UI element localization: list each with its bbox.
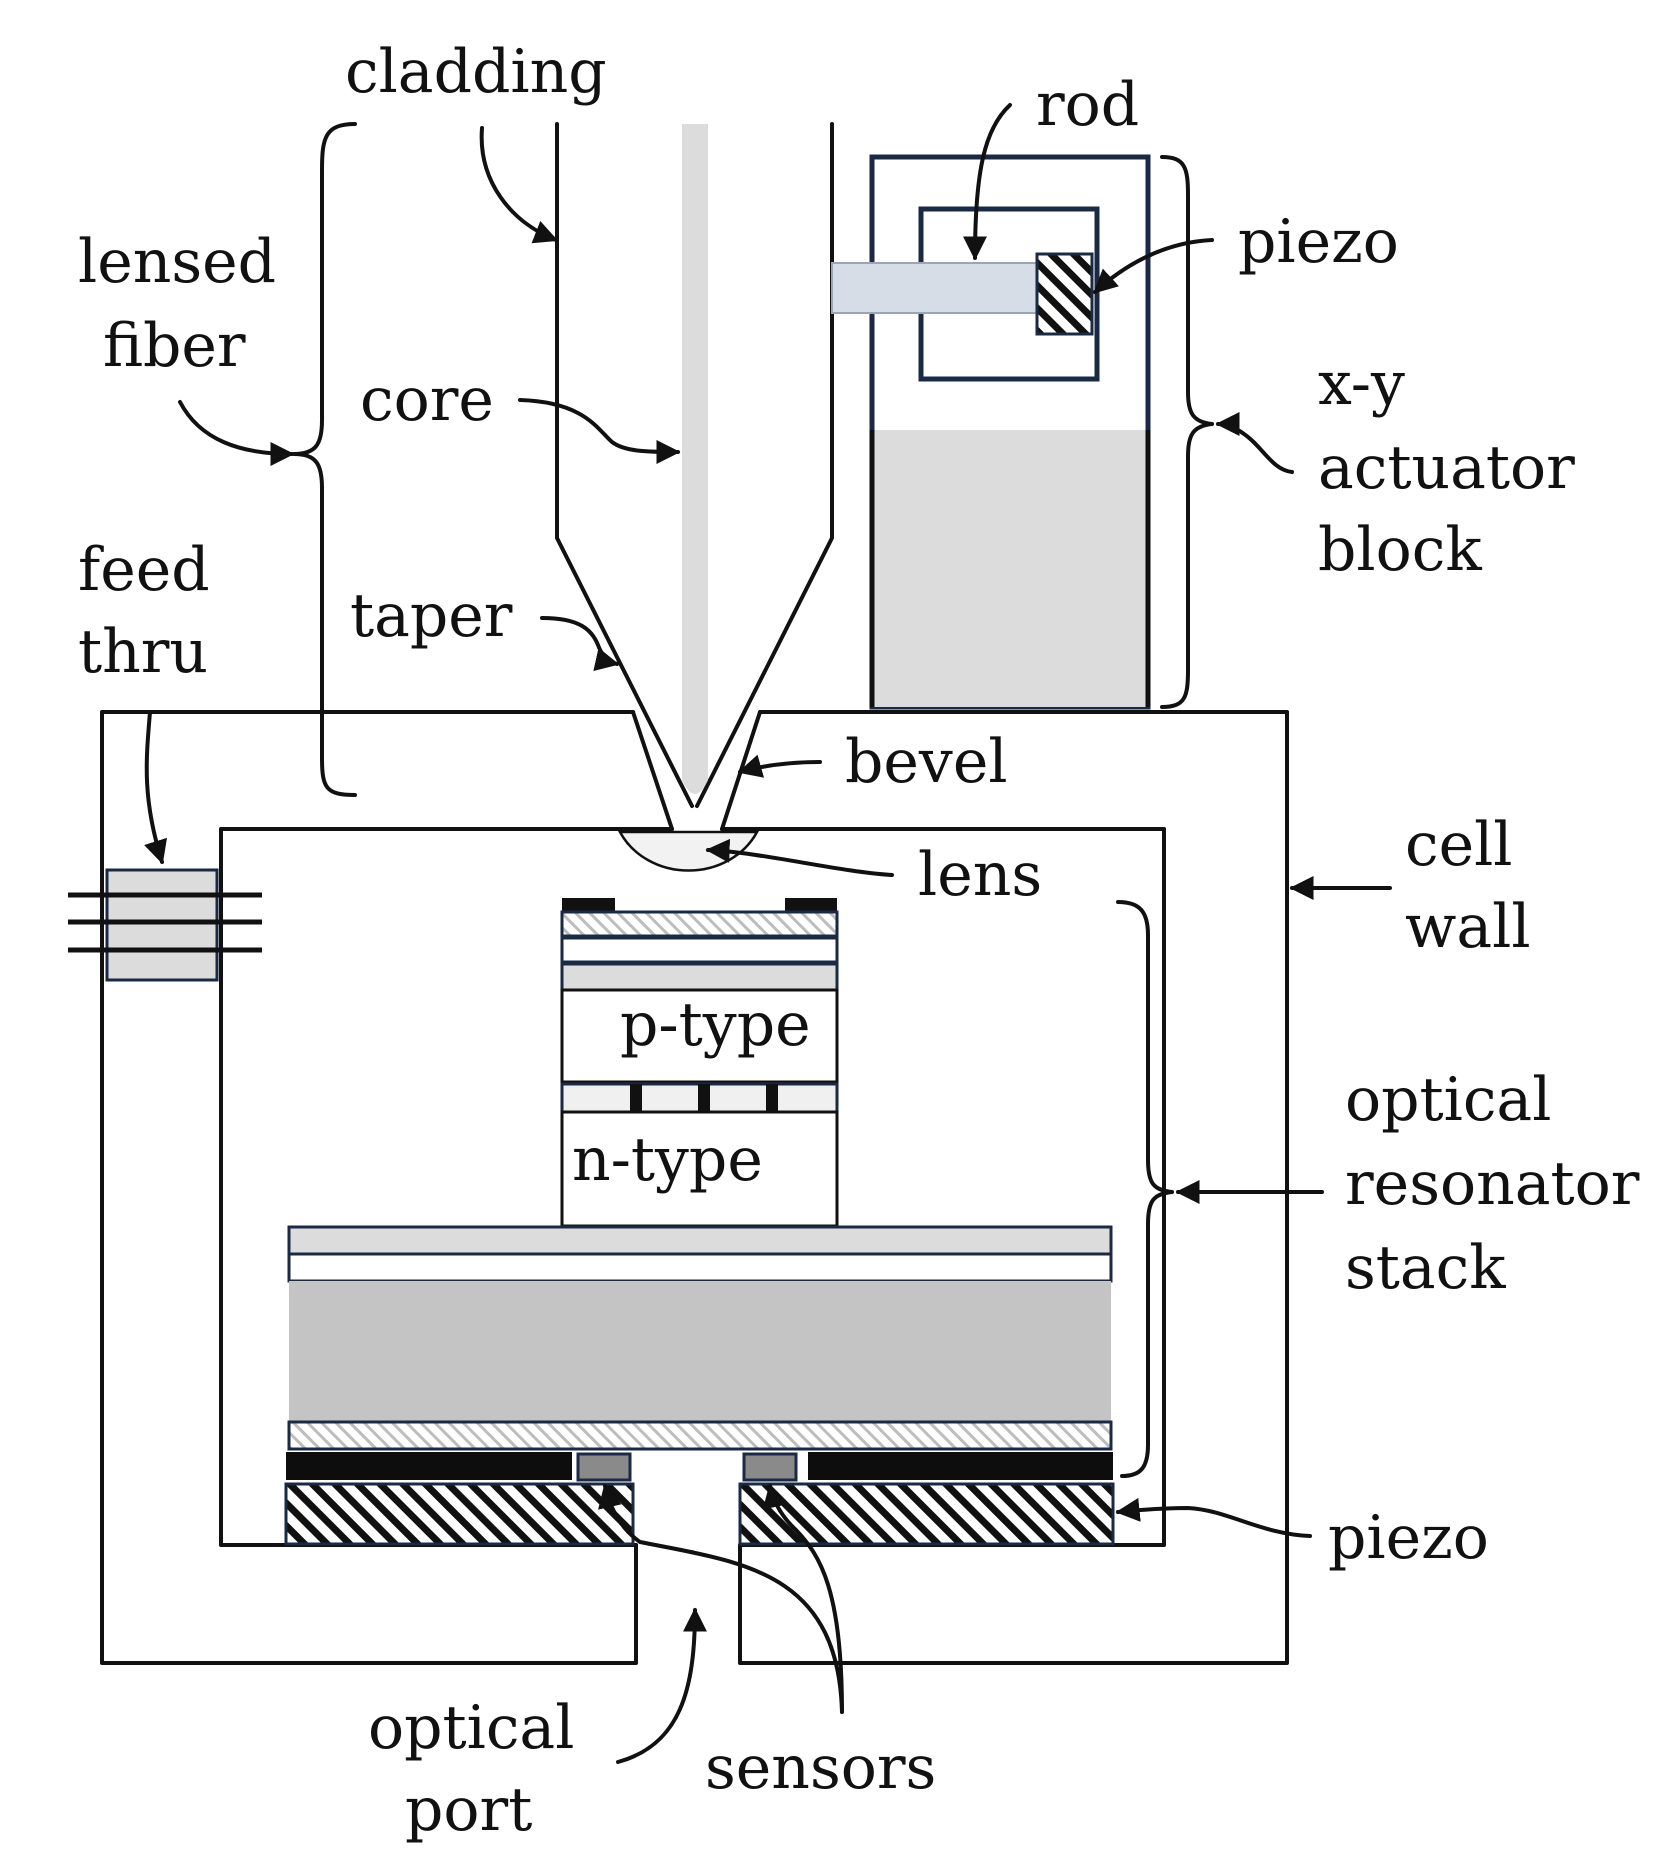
rod-arrow (963, 103, 1012, 261)
sensor-left (576, 1452, 632, 1482)
rod (831, 262, 1038, 314)
label-resonator-line2: resonator (1345, 1149, 1640, 1219)
piezo-bottom-right (738, 1482, 1115, 1546)
cell-wall-outer (100, 710, 1289, 1665)
resonator-stack-brace (1116, 900, 1174, 1478)
leader-arrows (144, 103, 1392, 1764)
cladding-arrow (479, 126, 559, 244)
labels: cladding rod piezo lensed fiber core x-y… (78, 37, 1640, 1845)
black-layer-right (808, 1452, 1113, 1480)
label-cell-wall-line2: wall (1405, 892, 1531, 962)
lensed-fiber (555, 122, 834, 872)
label-actuator-line2: actuator (1318, 433, 1575, 503)
label-piezo-top: piezo (1238, 207, 1399, 277)
active-post-1 (630, 1084, 642, 1112)
feed-thru (68, 868, 262, 982)
sensor-left-arrow (598, 1483, 844, 1714)
feed-thru-block (105, 868, 219, 982)
xy-actuator-block (831, 154, 1151, 710)
label-resonator-line3: stack (1345, 1233, 1506, 1303)
label-resonator-line1: optical (1345, 1065, 1551, 1135)
label-bevel: bevel (845, 727, 1008, 797)
label-p-type: p-type (620, 990, 811, 1060)
piezo-top (1035, 252, 1094, 336)
piezo-bottom-left (284, 1482, 635, 1546)
label-sensors: sensors (705, 1733, 936, 1803)
cladding-left-edge (555, 122, 694, 808)
optical-resonator-stack (284, 896, 1115, 1546)
sensor-right-arrow (762, 1483, 844, 1714)
substrate-layer-gray (287, 1225, 1113, 1256)
label-actuator-line1: x-y (1318, 349, 1405, 419)
substrate-layer-hatched (287, 1420, 1113, 1451)
label-lensed-fiber-line2: fiber (103, 311, 246, 381)
label-optical-port-line2: port (405, 1775, 532, 1845)
label-cell-wall-line1: cell (1405, 810, 1513, 880)
lensed-fiber-arrow (178, 400, 295, 466)
core-arrow (518, 398, 681, 464)
label-feed-thru-line2: thru (78, 617, 208, 687)
stack-layer-hatched-top (560, 910, 839, 938)
optical-port-arrow (616, 1607, 707, 1764)
active-post-2 (698, 1084, 710, 1112)
label-optical-port-line1: optical (368, 1693, 574, 1763)
actuator-arrow (1215, 412, 1294, 474)
label-taper: taper (350, 581, 513, 651)
label-n-type: n-type (572, 1125, 763, 1195)
lens-arrow (705, 838, 894, 877)
label-cladding: cladding (345, 37, 607, 107)
label-piezo-bottom: piezo (1328, 1503, 1489, 1573)
p-type-layer (560, 988, 839, 1084)
actuator-lower-fill (872, 430, 1148, 707)
substrate-layer-white (287, 1252, 1113, 1283)
piezo-top-arrow (1093, 238, 1214, 294)
fiber-core (682, 124, 708, 794)
actuator-brace (1160, 155, 1214, 709)
feed-thru-arrow (144, 710, 168, 865)
black-layer-left (286, 1452, 572, 1480)
stack-layer-white (560, 936, 839, 964)
label-core: core (360, 365, 494, 435)
label-lens: lens (918, 840, 1042, 910)
active-post-3 (766, 1084, 778, 1112)
label-lensed-fiber-line1: lensed (78, 227, 276, 297)
sensor-right (742, 1452, 798, 1482)
n-type-layer (560, 1110, 839, 1228)
substrate-core (289, 1281, 1111, 1422)
label-rod: rod (1036, 70, 1139, 140)
bevel-arrow (737, 754, 822, 778)
stack-layer-gray (560, 962, 839, 992)
label-feed-thru-line1: feed (78, 535, 210, 605)
piezo-bottom-arrow (1115, 1497, 1312, 1538)
taper-arrow (540, 616, 620, 672)
lensed-fiber-brace (292, 122, 357, 797)
label-actuator-line3: block (1318, 515, 1482, 585)
